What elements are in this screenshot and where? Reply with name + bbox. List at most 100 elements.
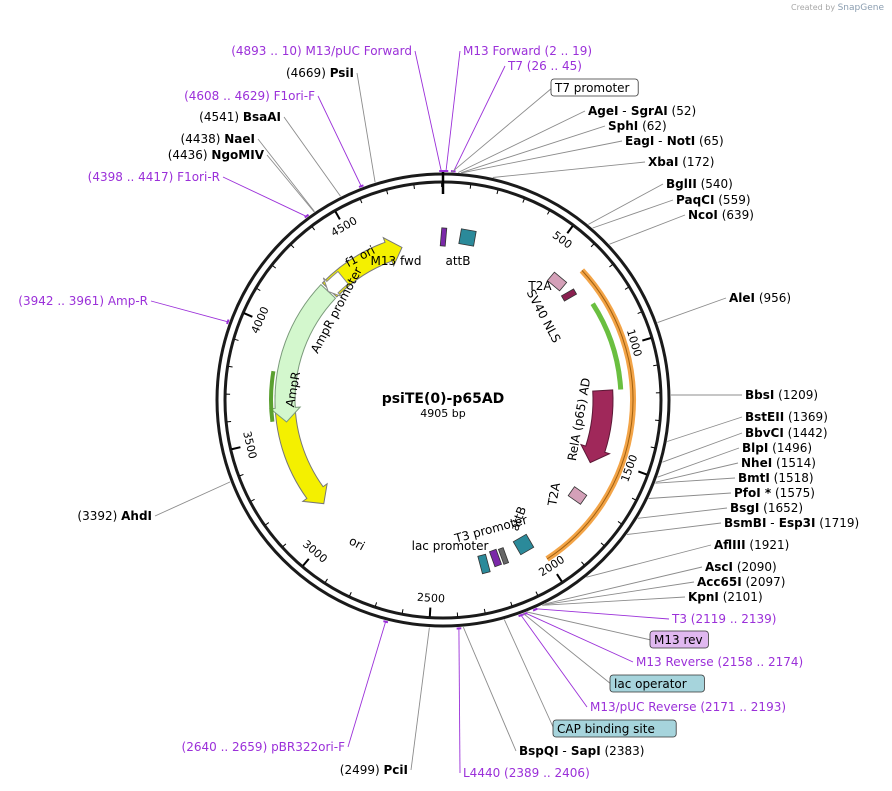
- svg-text:(4398 .. 4417) F1ori-R: (4398 .. 4417) F1ori-R: [88, 170, 220, 184]
- label-coords: (4669): [286, 66, 330, 80]
- label-name: AleI: [729, 291, 755, 305]
- feature-label[interactable]: BsgI (1652): [730, 501, 803, 515]
- ampr-arrow: [268, 283, 337, 423]
- label-coords: (2171 .. 2193): [697, 700, 787, 714]
- feature-label[interactable]: AgeI - SgrAI (52): [588, 104, 696, 118]
- label-coords: (2389 .. 2406): [500, 766, 590, 780]
- m13-fwd-label: M13 fwd: [371, 254, 422, 268]
- rela-p65-ad-arrow: [579, 389, 614, 464]
- primer-site-mark: [358, 184, 364, 188]
- label-sep: -: [559, 744, 567, 758]
- feature-label[interactable]: CAP binding site: [552, 719, 677, 738]
- feature-label[interactable]: Acc65I (2097): [697, 575, 785, 589]
- label-name: BsmBI: [724, 516, 766, 530]
- feature-label[interactable]: BbvCI (1442): [745, 426, 828, 440]
- label-name: BglII: [666, 177, 697, 191]
- feature-label[interactable]: (4436) NgoMIV: [168, 148, 265, 162]
- label-name: pBR322ori-F: [271, 740, 345, 754]
- label-name: PaqCI: [676, 193, 714, 207]
- label-sep: -: [654, 134, 662, 148]
- label-name: XbaI: [648, 155, 678, 169]
- feature-label[interactable]: BspQI - SapI (2383): [519, 744, 644, 758]
- feature-label[interactable]: (4893 .. 10) M13/pUC Forward: [231, 44, 412, 58]
- feature-label[interactable]: T7 (26 .. 45): [507, 59, 582, 73]
- label-coords: (4436): [168, 148, 212, 162]
- feature-label[interactable]: M13 rev: [649, 630, 709, 649]
- label-name: NcoI: [688, 208, 718, 222]
- feature-label[interactable]: lac operator: [609, 674, 705, 693]
- feature-label[interactable]: BsmBI - Esp3I (1719): [724, 516, 859, 530]
- label-name: M13/pUC Reverse: [590, 700, 697, 714]
- feature-label[interactable]: (4608 .. 4629) F1ori-F: [184, 89, 315, 103]
- feature-label[interactable]: (4541) BsaAI: [199, 110, 281, 124]
- svg-text:T3 (2119 .. 2139): T3 (2119 .. 2139): [671, 612, 776, 626]
- label-name: SphI: [608, 119, 638, 133]
- feature-label[interactable]: M13/pUC Reverse (2171 .. 2193): [590, 700, 786, 714]
- ampr-label: AmpR: [283, 370, 303, 408]
- feature-label[interactable]: M13 Forward (2 .. 19): [463, 44, 592, 58]
- feature-label[interactable]: (3392) AhdI: [77, 509, 152, 523]
- feature-label[interactable]: BmtI (1518): [738, 471, 814, 485]
- label-coords: (26 .. 45): [523, 59, 582, 73]
- primer-site-mark: [518, 613, 524, 618]
- attb1-box: [458, 228, 477, 247]
- feature-label[interactable]: (2499) PciI: [340, 763, 408, 777]
- label-name: AflIII: [714, 538, 746, 552]
- label-name2: SapI: [567, 744, 601, 758]
- feature-label[interactable]: M13 Reverse (2158 .. 2174): [636, 655, 803, 669]
- feature-label[interactable]: BbsI (1209): [745, 388, 818, 402]
- label-coords: (2101): [719, 590, 763, 604]
- feature-label[interactable]: SphI (62): [608, 119, 667, 133]
- label-coords: (2119 .. 2139): [687, 612, 777, 626]
- label-name: Acc65I: [697, 575, 742, 589]
- label-name: PfoI *: [734, 486, 772, 500]
- label-name: lac operator: [614, 677, 687, 691]
- feature-label[interactable]: (3942 .. 3961) Amp-R: [18, 294, 148, 308]
- svg-text:BspQI - SapI (2383): BspQI - SapI (2383): [519, 744, 644, 758]
- label-coords: (2 .. 19): [541, 44, 592, 58]
- label-name: L4440: [463, 766, 500, 780]
- label-name: AhdI: [121, 509, 152, 523]
- feature-label[interactable]: XbaI (172): [648, 155, 715, 169]
- feature-label[interactable]: BglII (540): [666, 177, 733, 191]
- label-coords: (1514): [772, 456, 816, 470]
- svg-text:BmtI (1518): BmtI (1518): [738, 471, 814, 485]
- sv40-nls-label: SV40 NLS: [524, 287, 564, 345]
- svg-text:XbaI (172): XbaI (172): [648, 155, 715, 169]
- primer-site-mark: [532, 607, 538, 612]
- feature-label[interactable]: T3 (2119 .. 2139): [671, 612, 776, 626]
- feature-label[interactable]: NheI (1514): [741, 456, 816, 470]
- svg-text:(4669) PsiI: (4669) PsiI: [286, 66, 354, 80]
- feature-label[interactable]: T7 promoter: [550, 78, 639, 97]
- svg-text:(4541) BsaAI: (4541) BsaAI: [199, 110, 281, 124]
- label-coords: (1369): [784, 410, 828, 424]
- label-name: BsgI: [730, 501, 759, 515]
- feature-label[interactable]: L4440 (2389 .. 2406): [463, 766, 590, 780]
- label-coords: (1719): [815, 516, 859, 530]
- m13-fwd-box: [439, 227, 448, 247]
- feature-label[interactable]: AflIII (1921): [714, 538, 789, 552]
- label-coords: (1442): [784, 426, 828, 440]
- svg-text:(4893 .. 10) M13/pUC Forward: (4893 .. 10) M13/pUC Forward: [231, 44, 412, 58]
- feature-label[interactable]: (2640 .. 2659) pBR322ori-F: [182, 740, 346, 754]
- feature-label[interactable]: (4669) PsiI: [286, 66, 354, 80]
- t2a-top-box: [546, 271, 568, 292]
- feature-label[interactable]: EagI - NotI (65): [625, 134, 724, 148]
- feature-label[interactable]: NcoI (639): [688, 208, 754, 222]
- tick-label: 4000: [249, 305, 272, 336]
- svg-text:BstEII (1369): BstEII (1369): [745, 410, 828, 424]
- label-name: BspQI: [519, 744, 559, 758]
- label-name: NgoMIV: [211, 148, 264, 162]
- feature-label[interactable]: BlpI (1496): [742, 441, 812, 455]
- feature-label[interactable]: (4398 .. 4417) F1ori-R: [88, 170, 220, 184]
- t3-box: [497, 547, 510, 565]
- feature-label[interactable]: AleI (956): [729, 291, 791, 305]
- tick-label: 3000: [300, 538, 330, 566]
- feature-label[interactable]: BstEII (1369): [745, 410, 828, 424]
- feature-label[interactable]: AscI (2090): [705, 560, 777, 574]
- feature-label[interactable]: KpnI (2101): [688, 590, 763, 604]
- label-name: NheI: [741, 456, 772, 470]
- feature-label[interactable]: PaqCI (559): [676, 193, 751, 207]
- feature-label[interactable]: (4438) NaeI: [181, 132, 255, 146]
- feature-label[interactable]: PfoI * (1575): [734, 486, 815, 500]
